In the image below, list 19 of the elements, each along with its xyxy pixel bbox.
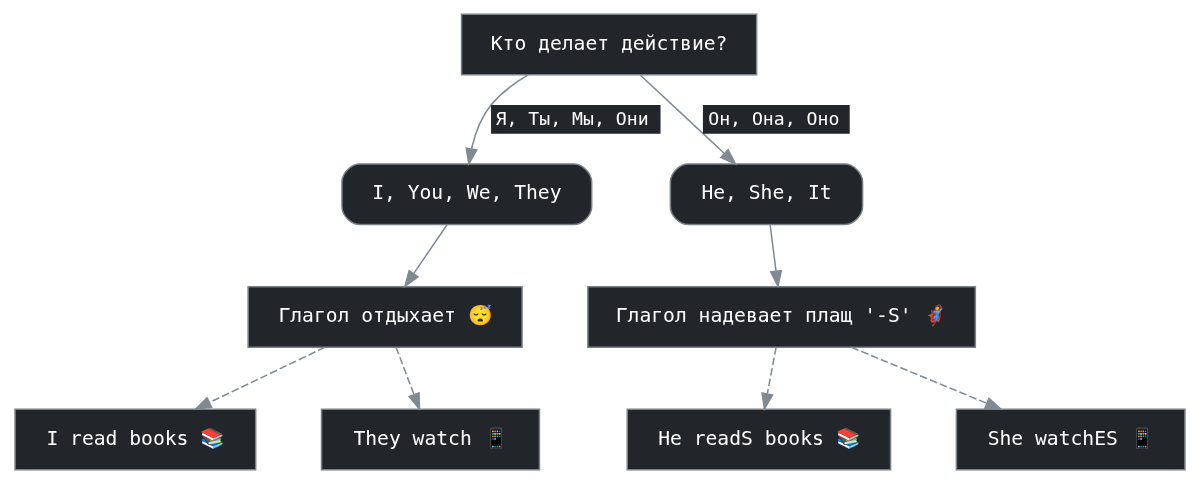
node-box: I read books 📚 [14,408,257,471]
node-box: She watchES 📱 [955,408,1186,471]
edge-label: Он, Она, Оно [708,107,840,129]
arrow [403,224,448,289]
node-box: They watch 📱 [320,408,541,471]
arrow [193,346,326,411]
arrow [850,346,1003,410]
arrow [639,74,738,166]
arrow [769,224,783,289]
arrow [465,74,529,167]
node-box: Кто делает действие? [460,13,758,76]
node-box: Глагол надевает плащ '-S' 🦸 [587,285,977,348]
node-box: He readS books 📚 [626,408,892,471]
node-box: I, You, We, They [341,163,593,226]
arrow [761,346,777,412]
arrow [395,346,421,412]
node-box: He, She, It [669,163,864,226]
edge-label: Я, Ты, Мы, Они [495,107,649,129]
node-box: Глагол отдыхает 😴 [247,285,523,348]
